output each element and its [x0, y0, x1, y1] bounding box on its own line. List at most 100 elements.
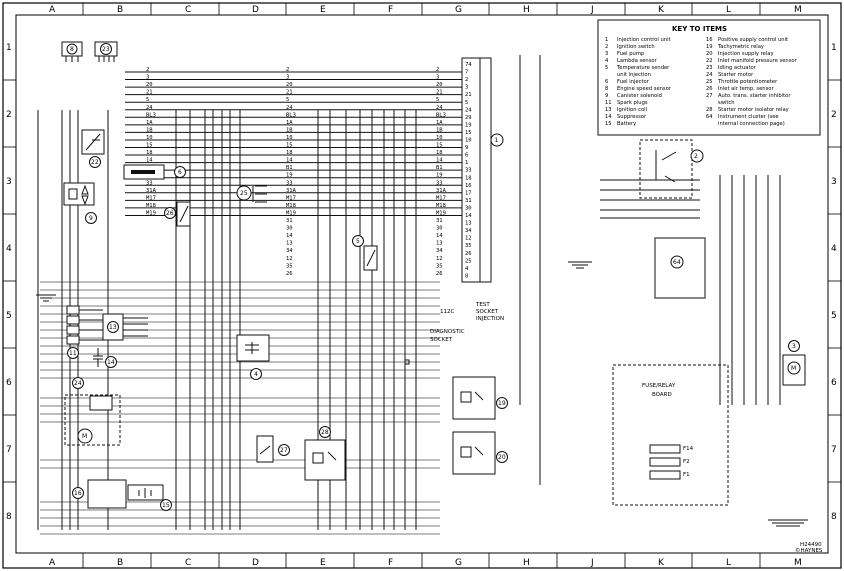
key-item-text: Engine speed sensor [617, 86, 672, 92]
wire-label: 33 [286, 180, 293, 186]
ecu-pin-label: 25 [465, 258, 472, 264]
key-item-number: 27 [706, 93, 713, 99]
ecu-pin-label: 33 [465, 168, 472, 174]
reference-code: H24490 [800, 542, 822, 548]
ecu-pin-label: 7 [465, 70, 468, 76]
key-item-text: unit injection [617, 72, 651, 78]
key-item-number: 14 [605, 114, 612, 120]
wire-label: 31A [436, 188, 447, 194]
ecu-pin-label: 34 [465, 228, 472, 234]
key-item-number: 15 [605, 121, 612, 127]
wire-label: 19 [436, 173, 443, 179]
component-number: 13 [109, 324, 117, 331]
grid-columns-bottom: A B C D E F G H J K L M [49, 558, 802, 568]
fuse-label: F14 [683, 446, 694, 452]
key-item-number: 5 [605, 65, 608, 71]
grid-col-label: L [726, 5, 731, 15]
grid-columns-top: A B C D E F G H J K L M [49, 5, 802, 15]
wire-label: 10 [436, 135, 443, 141]
wire-label: 15 [286, 143, 293, 149]
key-item-number: 22 [706, 58, 713, 64]
wire-label: 3 [146, 75, 149, 81]
key-item-text: Starter motor isolator relay [718, 107, 789, 113]
item-13-ignition-coil: 13 [79, 309, 148, 341]
wire-label: 1A [436, 120, 443, 126]
wire-label: BL3 [436, 112, 446, 118]
wire-label: 14 [286, 233, 293, 239]
wire-label: 1B [146, 127, 153, 133]
svg-text:M: M [82, 433, 87, 440]
item-15-battery: 15 [127, 484, 172, 511]
key-item-number: 16 [706, 37, 713, 43]
fuse-board-label: BOARD [652, 392, 672, 398]
wire-label: 15 [146, 143, 153, 149]
wire-label: 1A [286, 120, 293, 126]
grid-col-label: D [252, 5, 259, 15]
ecu-pin-label: 18 [465, 175, 472, 181]
ecu-pin-label: 19 [465, 122, 472, 128]
wire-label: 24 [286, 105, 293, 111]
test-wire-label: 112C [440, 309, 454, 315]
ecu-pin-label: 3 [465, 85, 468, 91]
wire-label: 15 [436, 143, 443, 149]
test-socket-label: SOCKET [476, 309, 499, 315]
grid-col-label: B [117, 5, 123, 15]
key-title: KEY TO ITEMS [672, 25, 727, 33]
key-item-text: Spark plugs [617, 100, 648, 106]
grid-row-label: 3 [831, 177, 837, 187]
wire-label: 2 [146, 67, 149, 73]
key-item-number: 28 [706, 107, 713, 113]
key-item-text: Battery [617, 121, 636, 127]
item-11-spark-plugs: 11 [66, 305, 80, 359]
grid-col-label: E [320, 558, 326, 568]
diagnostic-label: SOCKET [430, 337, 453, 343]
key-item-text: Lambda sensor [617, 58, 658, 64]
wire-label: 2 [436, 67, 439, 73]
key-item-number: 11 [605, 100, 612, 106]
wire-label: 5 [286, 97, 289, 103]
wire-label: 20 [286, 82, 293, 88]
key-item-text: Fuel pump [617, 51, 645, 57]
wire-label: 3 [286, 75, 289, 81]
key-item-number: 1 [605, 37, 608, 43]
component-number: 26 [166, 210, 174, 217]
wire-label: 18 [146, 150, 153, 156]
key-item-text: Inlet air temp. sensor [718, 86, 774, 92]
grid-row-label: 1 [6, 43, 12, 53]
wire-label: 26 [436, 271, 443, 277]
key-item-text: Ignition switch [617, 44, 655, 50]
wire-label: 5 [436, 97, 439, 103]
grid-col-label: A [49, 5, 56, 15]
grid-row-label: 1 [831, 43, 837, 53]
wire-label: 10 [286, 135, 293, 141]
item-2-ignition-switch: 2 [639, 139, 704, 199]
key-item-text: internal connection page) [718, 121, 785, 127]
wire-label: 3 [436, 75, 439, 81]
grid-col-label: K [658, 558, 665, 568]
key-item-number: 26 [706, 86, 713, 92]
wire-label: M17 [436, 195, 446, 201]
wire-label: 35 [286, 263, 293, 269]
wire-label: 18 [436, 150, 443, 156]
key-item-text: Idling actuator [718, 65, 757, 71]
left-wire-labels: 232021524BL31A1B10151814B1193331AM17M18M… [146, 67, 157, 216]
wire-label: 14 [436, 158, 443, 164]
key-item-number: 20 [706, 51, 713, 57]
wire-label: 34 [286, 248, 293, 254]
wire-label: 13 [286, 241, 293, 247]
item-4-lambda-sensor: 4 [236, 334, 270, 380]
key-item-number: 13 [605, 107, 612, 113]
item-6-fuel-injector: 6 [123, 164, 186, 180]
grid-col-label: D [252, 558, 259, 568]
grid-rows: 1 2 3 4 5 6 7 8 1 2 3 4 5 6 7 8 [6, 43, 837, 522]
ecu-pin-label: 8 [465, 273, 468, 279]
component-number: 6 [178, 169, 182, 176]
grid-ticks [3, 3, 841, 568]
item-64-instrument-cluster: 64 [654, 237, 706, 299]
grid-row-label: 2 [831, 110, 837, 120]
grid-col-label: H [523, 5, 530, 15]
wire-label: 30 [436, 226, 443, 232]
